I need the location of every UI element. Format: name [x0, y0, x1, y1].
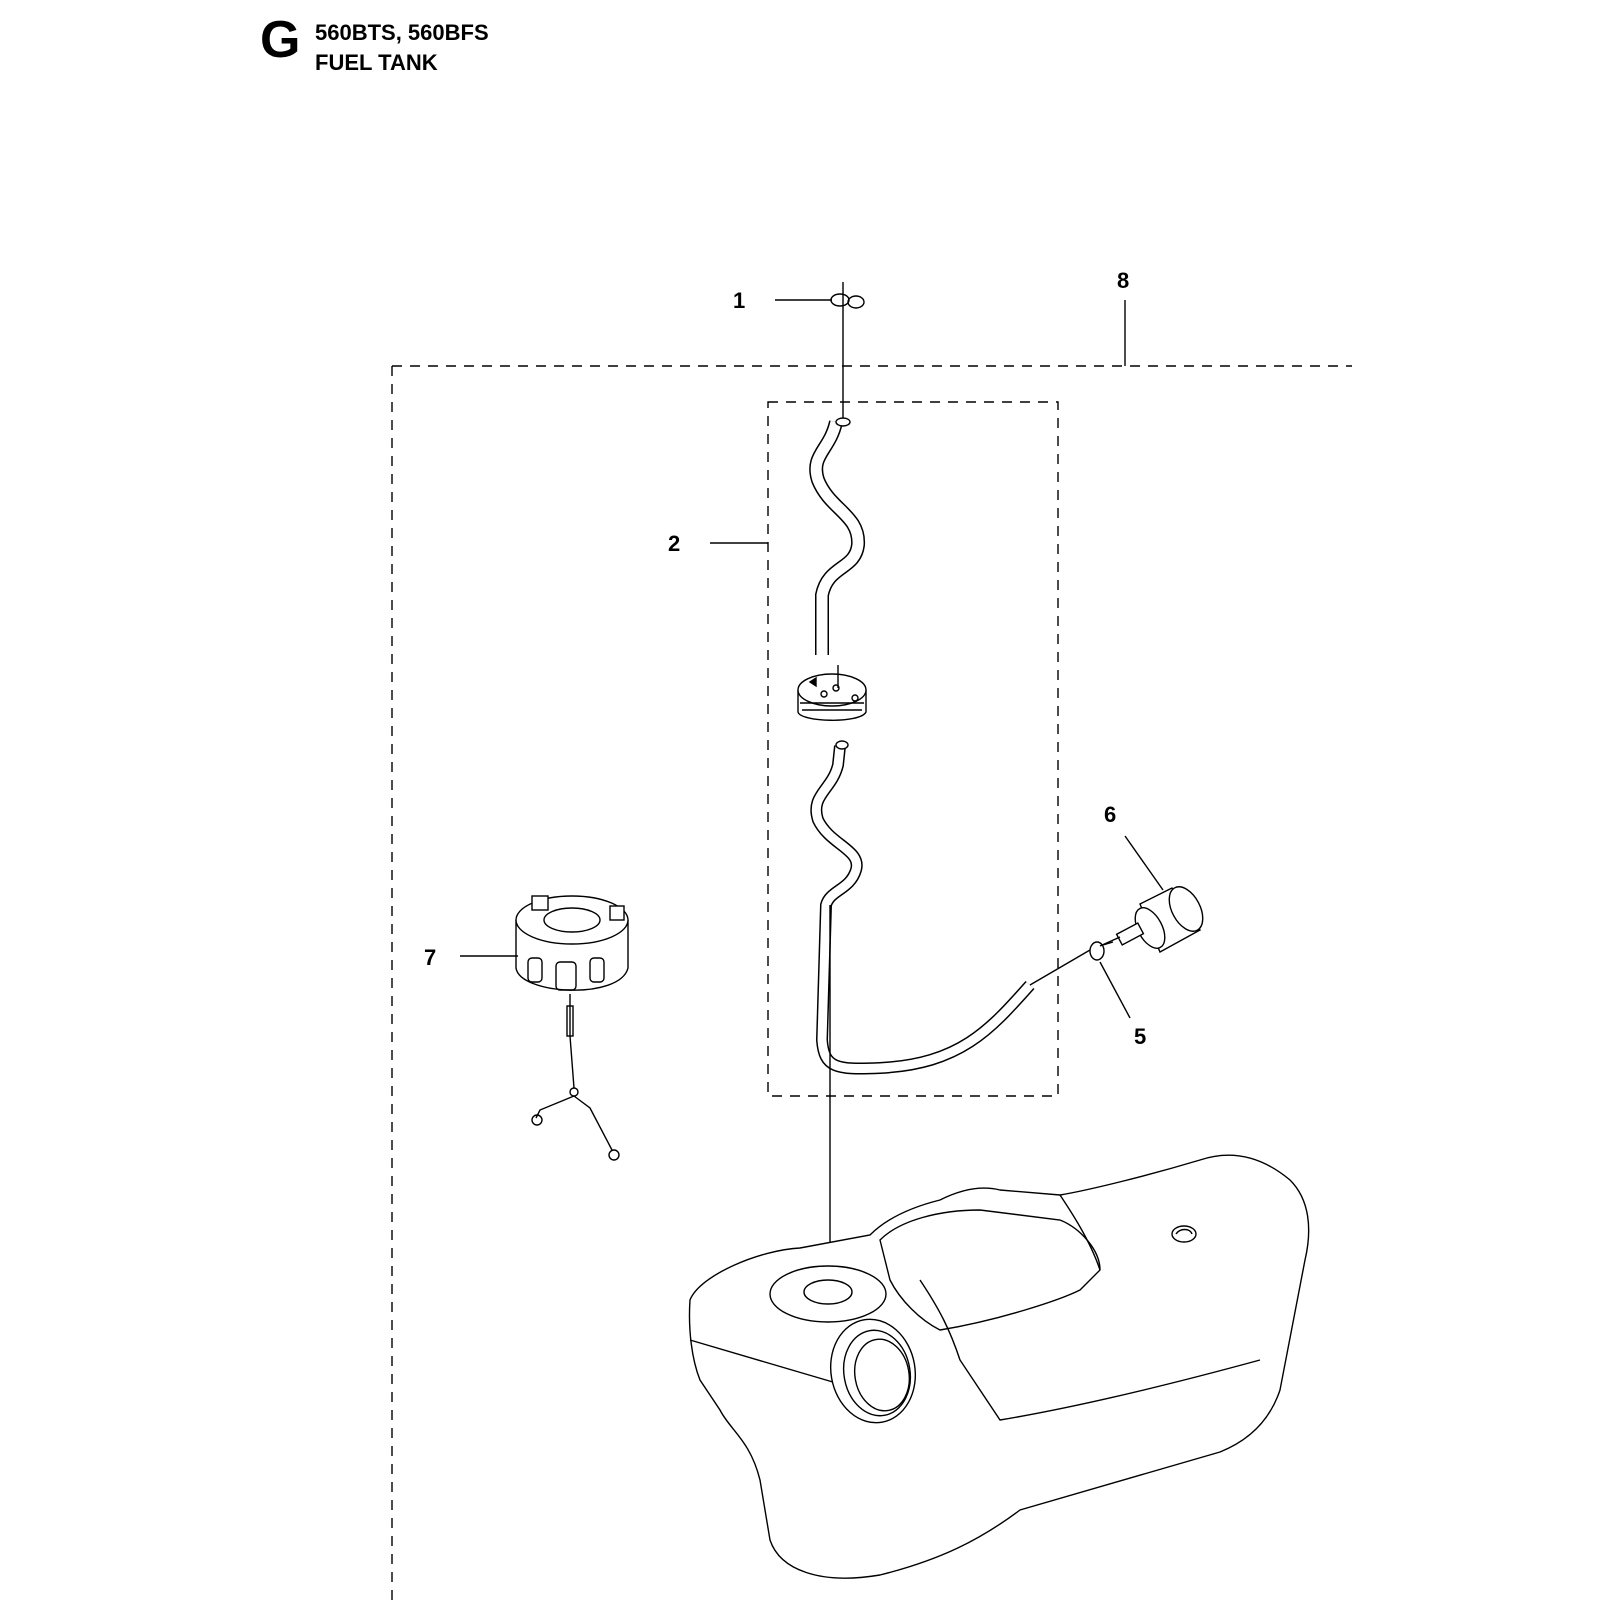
callout-1: 1 [733, 288, 745, 313]
fuel-tank [688, 1154, 1310, 1579]
diagram-title: FUEL TANK [315, 50, 438, 75]
callout-7: 7 [424, 945, 436, 970]
model-numbers: 560BTS, 560BFS [315, 20, 489, 45]
callout-5: 5 [1134, 1024, 1146, 1049]
fuel-cap-7 [460, 895, 629, 1161]
hose-assembly-boundary-2 [767, 401, 1059, 1097]
callout-8: 8 [1117, 268, 1129, 293]
fuel-hose [810, 740, 1091, 1075]
section-letter: G [260, 11, 301, 69]
hose-clamp-5 [1089, 941, 1131, 1019]
hose-clip-1 [775, 282, 865, 420]
fuel-filter-6 [1099, 835, 1204, 953]
callout-2: 2 [668, 531, 680, 556]
assembly-boundary-8 [391, 365, 1352, 1605]
vent-hose [809, 417, 866, 655]
header-text: 560BTS, 560BFS FUEL TANK [315, 18, 489, 78]
grommet [797, 665, 867, 721]
callout-6: 6 [1104, 802, 1116, 827]
